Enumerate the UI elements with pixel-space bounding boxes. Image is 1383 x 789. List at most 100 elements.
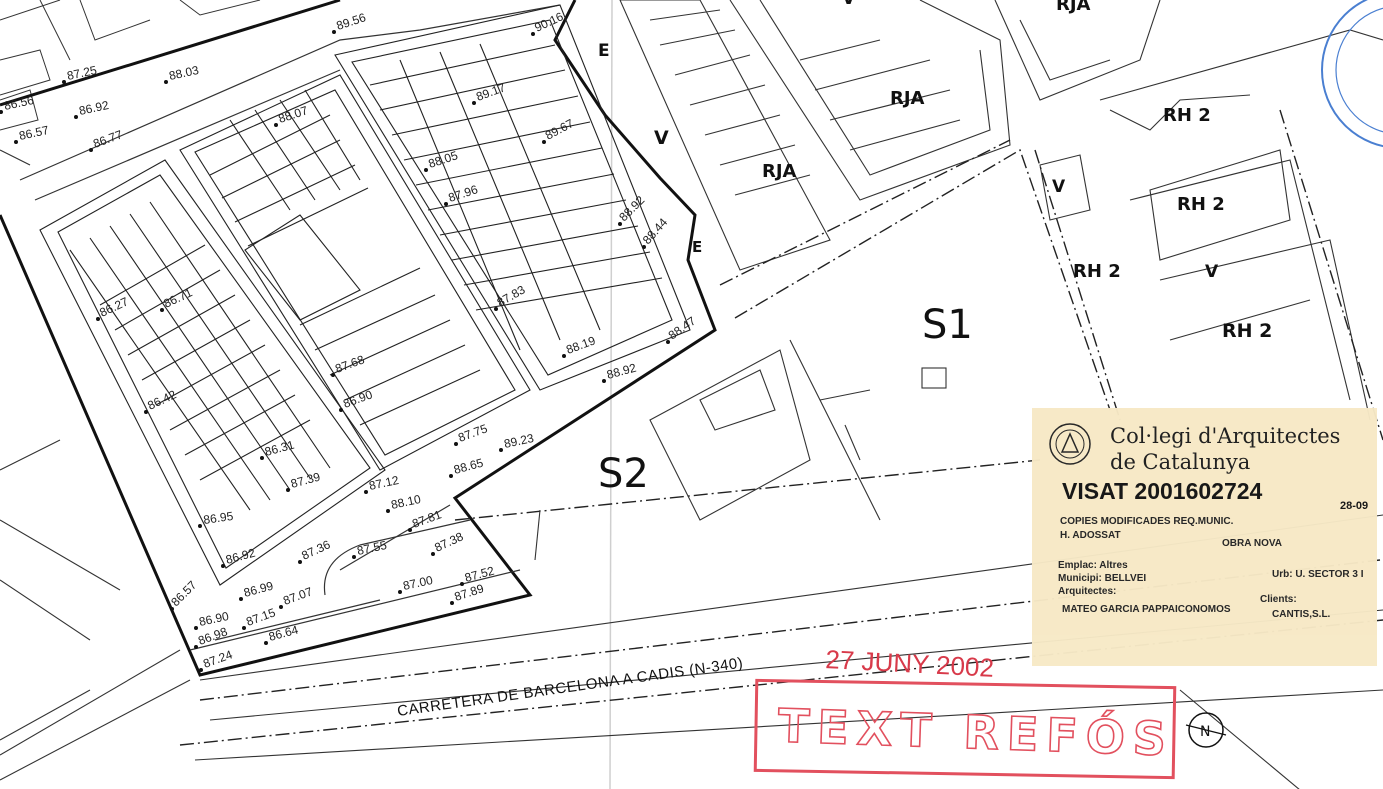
elevation-value: 89.23 <box>503 431 536 451</box>
elevation-value: 86.57 <box>18 123 51 143</box>
block-2 <box>179 74 531 471</box>
blue-seal-stamp-icon <box>1321 0 1383 148</box>
elevation-marker <box>398 590 402 594</box>
elevation-value: 86.99 <box>242 579 275 600</box>
elevation-value: 86.77 <box>91 127 124 151</box>
elevation-value: 86.92 <box>224 546 257 567</box>
zone-label-rh2-4: RH 2 <box>1222 320 1272 342</box>
elevation-marker <box>424 168 428 172</box>
zone-label-e-mid: E <box>692 238 702 256</box>
elevation-marker <box>221 564 225 568</box>
elevation-marker <box>332 30 336 34</box>
visa-org-line1: Col·legi d'Arquitectes <box>1110 424 1341 448</box>
elevation-marker <box>642 245 646 249</box>
elevation-marker <box>260 456 264 460</box>
elevation-value: 87.00 <box>402 573 435 593</box>
elevation-marker <box>279 605 283 609</box>
elevation-marker <box>0 110 3 114</box>
elevation-marker <box>96 317 100 321</box>
elevation-value: 88.05 <box>427 148 460 171</box>
elevation-value: 86.27 <box>97 294 130 320</box>
visa-architect-name: MATEO GARCIA PAPPAICONOMOS <box>1062 604 1231 615</box>
elevation-value: 87.07 <box>281 584 314 608</box>
visa-clients: Clients: <box>1260 594 1297 605</box>
visa-date: 28-09 <box>1340 500 1369 512</box>
elevation-value: 86.95 <box>202 509 234 527</box>
zone-label-v2: V <box>842 0 856 9</box>
elevation-marker <box>164 80 168 84</box>
coac-visa-label: Col·legi d'Arquitectes de Catalunya VISA… <box>1032 408 1377 666</box>
elevation-marker <box>666 340 670 344</box>
elevation-value: 86.90 <box>341 387 374 411</box>
visa-number: VISAT 2001602724 <box>1062 478 1263 504</box>
zone-label-rh2-1: RH 2 <box>1163 105 1211 126</box>
elevation-value: 88.92 <box>616 193 647 224</box>
zone-label-s2: S2 <box>598 451 649 497</box>
zone-label-v1: V <box>654 127 669 149</box>
elevation-marker <box>499 448 503 452</box>
visa-emplac: Emplac: Altres <box>1058 560 1128 571</box>
elevation-marker <box>618 222 622 226</box>
coac-seal-icon <box>1049 423 1091 465</box>
elevation-marker <box>460 582 464 586</box>
elevation-value: 87.38 <box>432 529 465 555</box>
elevation-value: 88.92 <box>605 361 638 382</box>
elevation-marker <box>542 140 546 144</box>
elevation-marker <box>450 601 454 605</box>
elevation-value: 87.83 <box>495 282 528 309</box>
elevation-value: 86.90 <box>198 609 231 629</box>
elevation-value: 87.75 <box>456 421 489 445</box>
zone-label-v4: V <box>1205 262 1219 282</box>
block-3 <box>334 4 691 391</box>
elevation-value: 86.92 <box>78 98 111 118</box>
elevation-value: 86.71 <box>161 285 194 311</box>
visa-arquitectes: Arquitectes: <box>1058 586 1117 597</box>
elevation-value: 89.56 <box>335 10 368 33</box>
elevation-marker <box>194 626 198 630</box>
elevation-marker <box>454 442 458 446</box>
zone-label-rja3: RJA <box>1056 0 1091 15</box>
elevation-marker <box>531 32 535 36</box>
elevation-marker <box>494 307 498 311</box>
elevation-marker <box>352 555 356 559</box>
elevation-marker <box>170 607 174 611</box>
parcel-outlines <box>534 339 947 561</box>
existing-buildings-right <box>619 0 1383 421</box>
elevation-value: 88.19 <box>564 333 597 357</box>
block-1 <box>39 159 386 586</box>
zone-label-rh2-2: RH 2 <box>1177 194 1225 215</box>
visa-client-name: CANTIS,S.L. <box>1272 609 1331 620</box>
visa-urb: Urb: U. SECTOR 3 I <box>1272 569 1364 580</box>
elevation-marker <box>199 668 203 672</box>
zone-label-rja2: RJA <box>890 88 925 109</box>
elevation-value: 87.12 <box>368 473 401 493</box>
visa-org-line2: de Catalunya <box>1110 450 1251 474</box>
elevation-marker <box>298 560 302 564</box>
existing-plots-top-left <box>0 0 261 131</box>
elevation-value: 88.10 <box>390 492 423 512</box>
zone-label-s1: S1 <box>922 302 973 348</box>
zone-labels: E E V V V V RJA RJA RJA RH 2 RH 2 RH 2 R… <box>598 0 1272 497</box>
elevation-value: 89.67 <box>543 116 576 143</box>
elevation-value: 86.56 <box>3 93 36 113</box>
elevation-value: 86.31 <box>263 438 296 459</box>
paper-fold-line <box>609 0 613 789</box>
elevation-marker <box>160 308 164 312</box>
elevation-value: 88.65 <box>452 456 485 477</box>
sector-boundary-top <box>0 0 341 107</box>
sector-boundary <box>0 0 717 677</box>
zone-label-rja1: RJA <box>762 161 797 182</box>
stamp-label: TEXT REFÓS <box>777 698 1175 766</box>
elevation-marker <box>472 101 476 105</box>
elevation-marker <box>144 410 148 414</box>
elevation-value: 87.55 <box>356 538 389 558</box>
elevation-value: 87.15 <box>244 605 277 629</box>
elevation-marker <box>364 490 368 494</box>
elevation-value: 89.17 <box>474 80 507 104</box>
elevation-marker <box>194 645 198 649</box>
elevation-marker <box>408 528 412 532</box>
elevation-marker <box>602 379 606 383</box>
elevation-marker <box>14 140 18 144</box>
